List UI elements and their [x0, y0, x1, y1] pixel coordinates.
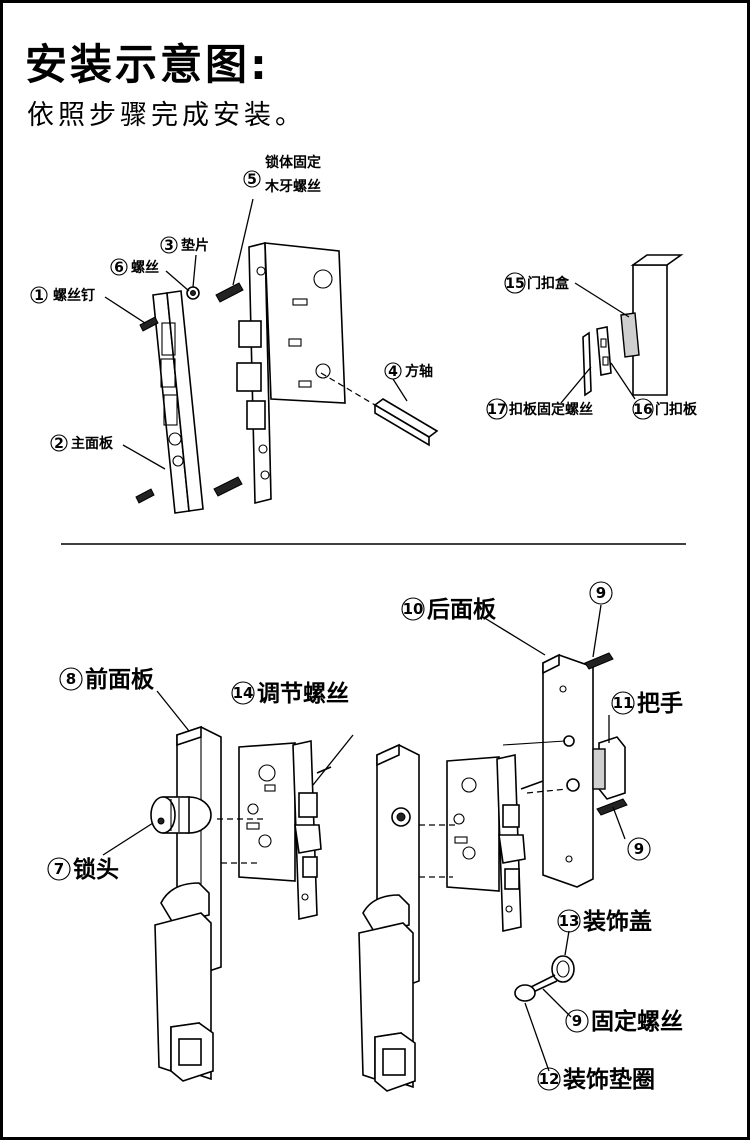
label-number: 13: [559, 912, 580, 930]
bottom-label-9b: 9: [627, 837, 651, 861]
label-cylinder: 锁头: [73, 856, 119, 883]
bottom-label-14: 14 调节螺丝: [231, 681, 349, 707]
top-label-16: 16 门扣板: [632, 398, 698, 420]
top-label-3: 3 垫片: [160, 236, 209, 254]
bottom-label-9c: 9 固定螺丝: [565, 1008, 683, 1035]
top-label-17: 17 扣板固定螺丝: [486, 398, 593, 420]
label-fixing-screw: 固定螺丝: [591, 1008, 683, 1035]
label-spindle: 方轴: [405, 363, 433, 380]
top-label-6: 6 螺丝: [110, 258, 159, 276]
bottom-label-10: 10 后面板: [401, 597, 497, 623]
label-number: 11: [613, 694, 634, 712]
page-subtitle: 依照步骤完成安装。: [27, 100, 306, 131]
cylinder-drawing: [150, 796, 212, 834]
label-number: 2: [54, 436, 64, 452]
label-number: 9: [596, 584, 606, 602]
lock-body-screws-drawing: [213, 282, 244, 497]
label-number: 8: [66, 670, 76, 688]
label-number: 1: [34, 288, 44, 304]
left-handle-drawing: [154, 882, 214, 1082]
label-number: 9: [572, 1012, 582, 1030]
label-number: 16: [633, 402, 652, 418]
label-number: 9: [634, 840, 644, 858]
label-number: 14: [233, 684, 254, 702]
label-front-plate: 前面板: [85, 666, 155, 693]
label-strike-plate: 门扣板: [655, 401, 698, 418]
left-mortise-drawing: [217, 740, 332, 920]
installation-diagram: 5 锁体固定 木牙螺丝 3 垫片 6 螺丝 1 螺丝钉 2 主面板 4 方轴: [30, 154, 698, 1093]
label-number: 5: [247, 172, 257, 188]
washer-and-screw-drawing: [186, 286, 200, 300]
bottom-leader-lines: [102, 604, 626, 1072]
label-number: 15: [505, 276, 524, 292]
top-label-4: 4 方轴: [384, 362, 433, 380]
label-lock-body-screw-line1: 锁体固定: [265, 154, 321, 171]
top-label-1: 1 螺丝钉: [30, 286, 95, 304]
label-strike-box: 门扣盒: [527, 275, 570, 292]
label-handle: 把手: [637, 691, 683, 717]
label-washer: 垫片: [181, 237, 209, 254]
label-strike-plate-screw: 扣板固定螺丝: [509, 401, 593, 418]
back-plate-bolts-drawing: [584, 652, 628, 816]
label-number: 3: [164, 238, 174, 254]
right-mortise-drawing: [419, 754, 544, 932]
label-number: 10: [403, 600, 424, 618]
label-main-faceplate: 主面板: [71, 435, 114, 452]
page-title: 安装示意图:: [25, 40, 270, 89]
label-number: 6: [114, 260, 124, 276]
back-plate-drawing: [502, 653, 594, 888]
label-screw: 螺丝: [131, 259, 159, 276]
bottom-label-11: 11 把手: [611, 691, 683, 717]
top-leader-lines: [104, 198, 636, 470]
label-decorative-washer: 装饰垫圈: [563, 1066, 655, 1093]
label-faceplate-screw: 螺丝钉: [53, 287, 95, 304]
main-faceplate-drawing: [152, 290, 204, 514]
bottom-label-12: 12 装饰垫圈: [537, 1066, 655, 1093]
decorative-cap-and-washer-drawing: [514, 955, 575, 1002]
strike-assembly-drawing: [582, 254, 684, 397]
bottom-label-13: 13 装饰盖: [557, 908, 652, 935]
mortise-lock-body-drawing: [236, 241, 346, 505]
label-number: 17: [487, 402, 506, 418]
top-label-5: 5 锁体固定 木牙螺丝: [243, 154, 321, 195]
bottom-label-8: 8 前面板: [59, 666, 155, 693]
right-handle-drawing: [358, 894, 416, 1092]
label-number: 12: [539, 1070, 560, 1088]
label-lock-body-screw-line2: 木牙螺丝: [264, 178, 321, 195]
rear-handle-drawing: [592, 736, 626, 800]
bottom-label-9a: 9: [589, 581, 613, 605]
spindle-drawing: [320, 372, 439, 447]
label-number: 7: [54, 860, 64, 878]
bottom-label-7: 7 锁头: [47, 856, 119, 883]
label-back-plate: 后面板: [427, 597, 497, 623]
label-adjust-screw: 调节螺丝: [257, 681, 349, 707]
top-label-2: 2 主面板: [50, 434, 114, 452]
label-decorative-cap: 装饰盖: [583, 908, 652, 935]
faceplate-screws-drawing: [135, 316, 159, 504]
top-label-15: 15 门扣盒: [504, 272, 570, 294]
label-number: 4: [388, 364, 398, 380]
